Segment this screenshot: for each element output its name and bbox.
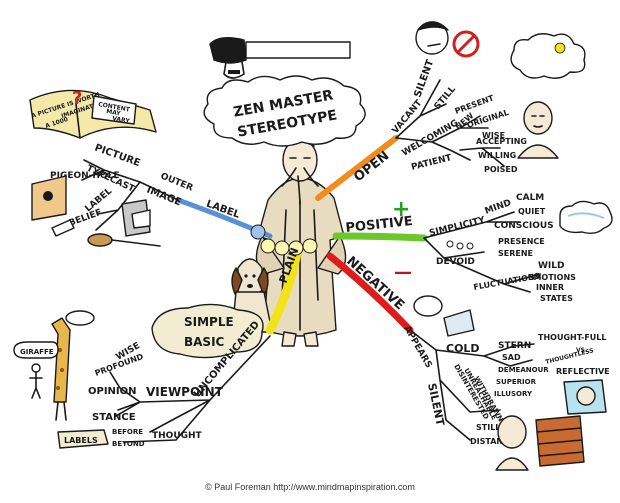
- distant-label: DISTANT: [470, 437, 509, 446]
- giraffe-drawing: [51, 310, 95, 421]
- brick-wall-drawing: [535, 415, 585, 467]
- poised-label: POISED: [484, 165, 518, 174]
- positive-label: POSITIVE: [345, 214, 414, 236]
- simple-cloud: SIMPLE BASIC: [151, 303, 264, 359]
- label-tag-drawing: [51, 219, 75, 237]
- thoughtfull-label: THOUGHT-FULL: [538, 333, 606, 342]
- simple-label: SIMPLE: [184, 315, 234, 329]
- thought-cloud-drawing: [510, 33, 586, 79]
- labels-tag: LABELS: [57, 429, 109, 449]
- silent-negative-label: SILENT: [425, 382, 447, 427]
- title-cloud: ZEN MASTER STEREOTYPE: [203, 75, 366, 147]
- before-label: BEFORE: [112, 428, 143, 436]
- presence-label: PRESENCE: [498, 237, 545, 246]
- wise-man-drawing: [517, 101, 559, 159]
- giraffe-bubble: GIRAFFE: [13, 341, 59, 359]
- calm-cloud-drawing: [559, 200, 613, 235]
- sad-label: SAD: [502, 353, 521, 362]
- no-talking-icon: [452, 30, 480, 58]
- labels-text: LABELS: [64, 436, 98, 445]
- original-label: ORIGINAL: [466, 108, 510, 130]
- simplicity-label: SIMPLICITY: [428, 215, 486, 239]
- conscious-label: CONSCIOUS: [494, 221, 554, 231]
- wise-open-label: WISE: [482, 131, 505, 140]
- picture-label: PICTURE: [93, 142, 142, 169]
- question-mark-icon: ?: [72, 88, 82, 109]
- surprised-person-drawing: [563, 379, 607, 415]
- appears-label: APPEARS: [401, 325, 433, 370]
- stick-figure-drawing: [29, 363, 43, 399]
- serene-label: SERENE: [498, 249, 533, 258]
- branch-stereotype: LABEL OUTER IMAGE PICTURE TYPECAST PIGEO…: [50, 142, 273, 240]
- basic-label: BASIC: [184, 335, 225, 349]
- masked-face-drawing: [413, 295, 475, 337]
- still-negative-label: STILL: [476, 423, 500, 432]
- vs-label: VS.: [576, 347, 587, 354]
- pigeon-hole-box: [31, 175, 67, 221]
- willing-label: WILLING: [478, 151, 516, 160]
- wild-label: WILD: [538, 261, 564, 271]
- reflective-label: REFLECTIVE: [556, 367, 610, 376]
- book-sign-3: VARY: [112, 115, 131, 125]
- inner-label: INNER: [536, 283, 564, 292]
- copyright-footer: © Paul Foreman http://www.mindmapinspira…: [205, 482, 415, 492]
- present-label: PRESENT: [454, 93, 496, 116]
- calm-dots-drawing: [446, 240, 474, 250]
- stern-label: STERN: [498, 341, 531, 351]
- plus-icon: +: [392, 197, 410, 222]
- states-label: STATES: [540, 294, 573, 303]
- spoon-drawing: [87, 233, 161, 247]
- devoid-label: DEVOID: [436, 257, 475, 267]
- thought-label: THOUGHT: [152, 431, 203, 441]
- thoughtless-label: THOUGHTLESS: [545, 347, 595, 366]
- welcoming-label: WELCOMING: [401, 118, 461, 158]
- quiet-label: QUIET: [518, 207, 546, 216]
- book-drawing: A PICTURE IS WORTH A 1000 IMAGINATIONS C…: [29, 88, 157, 139]
- demeanour-label: DEMEANOUR: [498, 366, 549, 374]
- emotions-label: EMOTIONS: [528, 273, 576, 282]
- patient-label: PATIENT: [410, 153, 453, 173]
- branch-plain: PLAIN: [260, 238, 318, 335]
- beyond-label: BEYOND: [112, 440, 145, 448]
- minus-icon: —: [394, 262, 412, 283]
- pigeonhole-label: PIGEON-HOLE: [50, 171, 119, 181]
- viewpoint-label: VIEWPOINT: [146, 385, 224, 399]
- giraffe-label: GIRAFFE: [20, 348, 54, 356]
- calm-label: CALM: [516, 193, 544, 203]
- book-sign-2: MAY: [106, 108, 122, 118]
- calligraphy-hand-drawing: [209, 37, 351, 79]
- cold-label: COLD: [446, 342, 480, 355]
- stance-label: STANCE: [92, 412, 136, 423]
- accepting-label: ACCEPTING: [476, 137, 527, 146]
- illusory-label: ILLUSORY: [494, 390, 533, 398]
- superior-label: SUPERIOR: [496, 378, 537, 386]
- opinion-label: OPINION: [88, 386, 137, 397]
- bald-man-drawing: [495, 415, 529, 471]
- tin-can-drawing: [121, 199, 151, 237]
- silent-face-drawing: [415, 21, 449, 55]
- zen-master-figure: [255, 138, 347, 347]
